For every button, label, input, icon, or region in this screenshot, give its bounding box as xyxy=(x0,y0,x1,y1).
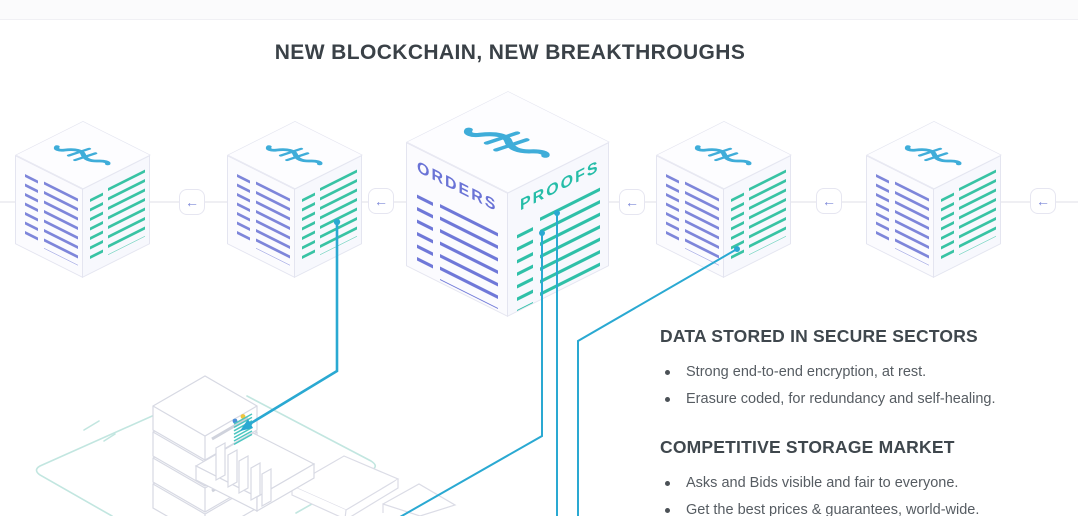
server-stack xyxy=(152,375,316,516)
bullet-dot xyxy=(665,370,670,375)
cube-top-face xyxy=(866,121,1002,189)
data-lines xyxy=(959,169,996,256)
arrow-left-icon: ← xyxy=(1036,193,1050,209)
page-title: NEW BLOCKCHAIN, NEW BREAKTHROUGHS xyxy=(274,41,746,64)
chain-connector: ← xyxy=(368,188,394,214)
data-lines xyxy=(302,192,315,263)
bullet-dot xyxy=(665,481,670,486)
chain-connector: ← xyxy=(1030,188,1056,214)
data-lines xyxy=(941,192,954,263)
filecoin-logo-icon xyxy=(695,145,752,166)
central-blockchain-cube: ORDERS PROOFS xyxy=(406,91,610,319)
data-lines xyxy=(44,181,78,266)
list-item: Get the best prices & guarantees, world-… xyxy=(660,501,1068,516)
data-lines xyxy=(440,204,498,310)
data-lines xyxy=(876,174,889,244)
arrow-left-icon: ← xyxy=(185,194,199,210)
server-tray xyxy=(194,432,316,513)
data-lines xyxy=(540,187,600,300)
arrow-left-icon: ← xyxy=(625,194,639,210)
arrowhead xyxy=(240,419,253,431)
teal-sled xyxy=(233,413,253,446)
list-item-text: Erasure coded, for redundancy and self-h… xyxy=(686,391,996,407)
list-item-text: Asks and Bids visible and fair to everyo… xyxy=(686,475,959,491)
data-lines xyxy=(417,194,433,275)
cube-top-face xyxy=(15,121,151,189)
section-heading-storage-market: COMPETITIVE STORAGE MARKET xyxy=(660,437,955,457)
cube-top-face xyxy=(406,91,610,193)
data-lines xyxy=(517,227,533,312)
data-lines xyxy=(256,181,290,266)
data-lines xyxy=(895,181,929,266)
data-lines xyxy=(108,169,145,256)
filecoin-logo-icon xyxy=(464,127,550,158)
list-item-text: Get the best prices & guarantees, world-… xyxy=(686,502,980,516)
secure-sectors-list: Strong end-to-end encryption, at rest. E… xyxy=(660,363,1068,409)
data-lines xyxy=(90,192,103,263)
list-item: Erasure coded, for redundancy and self-h… xyxy=(660,390,1068,409)
data-lines xyxy=(25,174,38,244)
data-lines xyxy=(749,169,786,256)
data-lines xyxy=(666,174,679,244)
list-item: Strong end-to-end encryption, at rest. xyxy=(660,363,1068,382)
cube-top-face xyxy=(656,121,792,189)
list-item-text: Strong end-to-end encryption, at rest. xyxy=(686,364,927,380)
data-lines xyxy=(685,181,719,266)
list-item: Asks and Bids visible and fair to everyo… xyxy=(660,474,1068,493)
blockchain-cube xyxy=(866,121,1002,279)
filecoin-logo-icon xyxy=(905,145,962,166)
blockchain-cube xyxy=(15,121,151,279)
data-lines xyxy=(731,192,744,263)
storage-market-list: Asks and Bids visible and fair to everyo… xyxy=(660,474,1068,516)
filecoin-logo-icon xyxy=(266,145,323,166)
blockchain-cube xyxy=(227,121,363,279)
data-lines xyxy=(320,169,357,256)
chain-connector: ← xyxy=(179,189,205,215)
chain-connector: ← xyxy=(816,188,842,214)
feature-copy: DATA STORED IN SECURE SECTORS Strong end… xyxy=(660,326,1068,516)
ground-outline-boxes xyxy=(290,455,457,516)
data-lines xyxy=(237,174,250,244)
arrow-left-icon: ← xyxy=(822,193,836,209)
blockchain-cube xyxy=(656,121,792,279)
top-strip xyxy=(0,0,1078,20)
bullet-dot xyxy=(665,397,670,402)
filecoin-logo-icon xyxy=(54,145,111,166)
arrow-left-icon: ← xyxy=(374,193,388,209)
cube-top-face xyxy=(227,121,363,189)
section-heading-secure-sectors: DATA STORED IN SECURE SECTORS xyxy=(660,326,978,346)
circuit-tracks xyxy=(35,387,377,516)
bullet-dot xyxy=(665,508,670,513)
chain-connector: ← xyxy=(619,189,645,215)
